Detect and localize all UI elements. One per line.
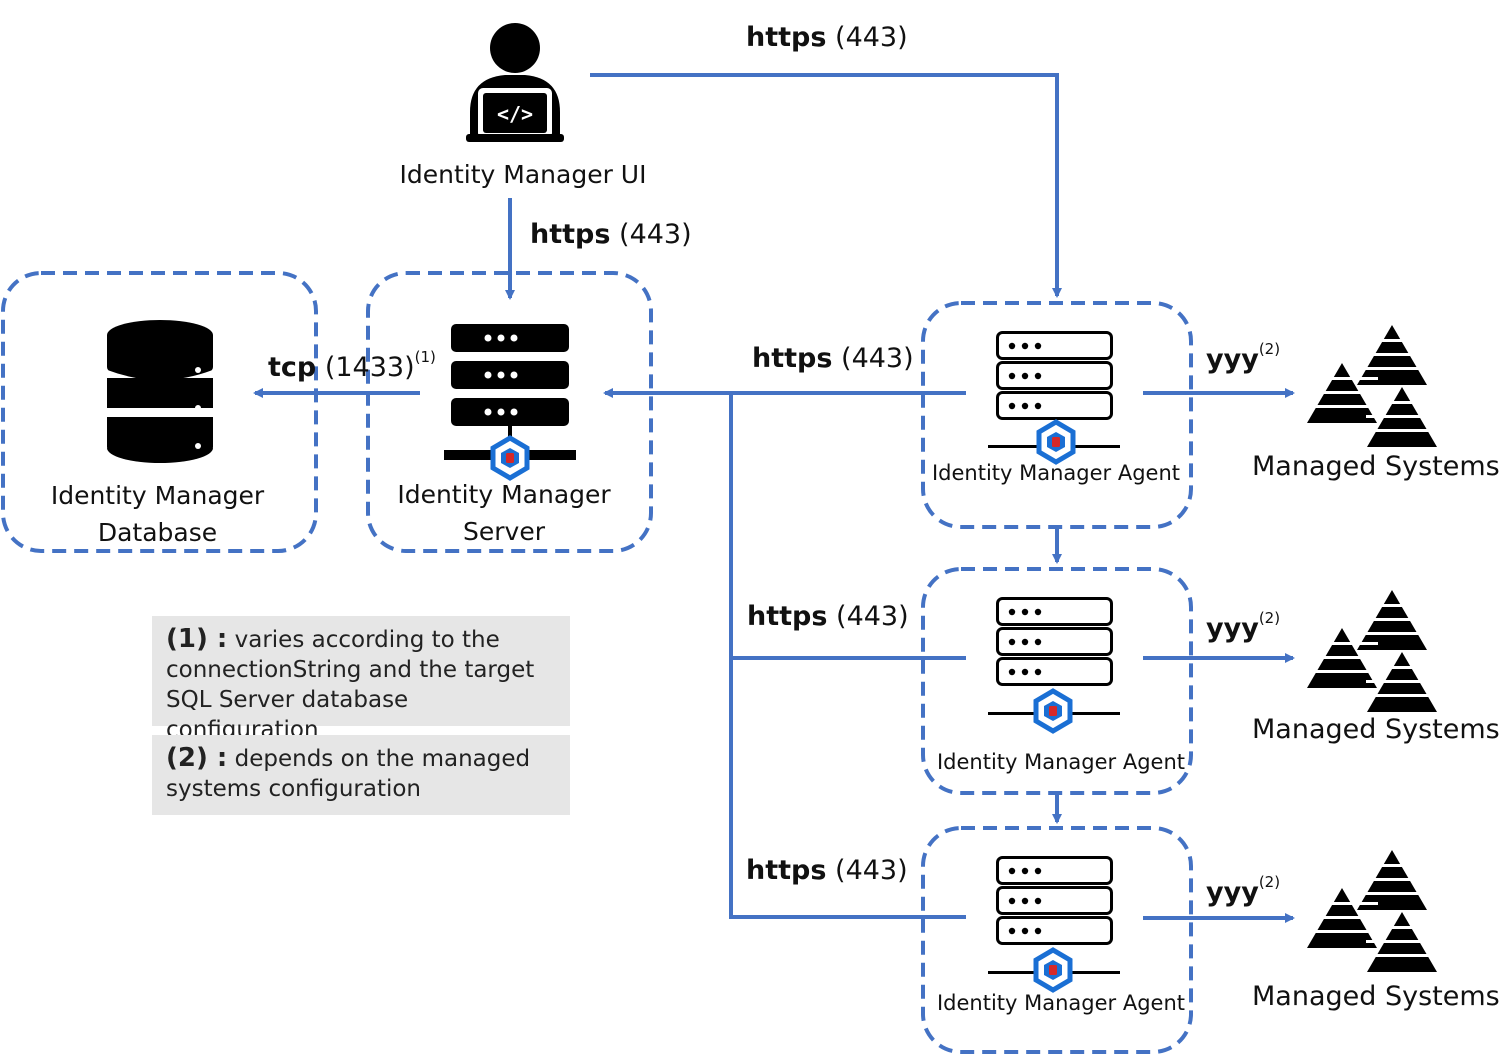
https-label-agent-3: https (443) xyxy=(746,855,908,886)
ui-label: Identity Manager UI xyxy=(399,160,647,189)
svg-text:</>: </> xyxy=(497,102,533,126)
managed-systems-label-2: Managed Systems xyxy=(1252,714,1500,745)
https-label-agent-1: https (443) xyxy=(752,343,914,374)
managed-systems-label-1: Managed Systems xyxy=(1252,451,1500,482)
connectors xyxy=(253,73,1295,923)
managed-systems-label-3: Managed Systems xyxy=(1252,981,1500,1012)
agent-server-icon-1 xyxy=(988,331,1120,463)
footnote-1: (1) : varies according to the connection… xyxy=(152,616,570,743)
database-container xyxy=(1,271,318,553)
tcp-label: tcp (1433)(1) xyxy=(268,348,436,383)
yyy-label-1: yyy(2) xyxy=(1206,340,1281,375)
https-label-top: https (443) xyxy=(746,22,908,53)
agent-container-1 xyxy=(921,301,1193,529)
agent-server-icon-3 xyxy=(988,856,1120,991)
https-label-ui-server: https (443) xyxy=(530,219,692,250)
https-label-agent-2: https (443) xyxy=(747,601,909,632)
agent-label-3: Identity Manager Agent xyxy=(936,991,1186,1015)
yyy-label-3: yyy(2) xyxy=(1206,873,1281,908)
agent-container-3 xyxy=(921,826,1193,1054)
agent-label-2: Identity Manager Agent xyxy=(936,750,1186,774)
yyy-label-2: yyy(2) xyxy=(1206,609,1281,644)
agent-label-1: Identity Manager Agent xyxy=(931,461,1181,485)
agent-container-2 xyxy=(921,567,1193,795)
server-label: Identity Manager Server xyxy=(397,480,611,546)
managed-systems-icon-1 xyxy=(1306,325,1438,447)
agent-server-icon-2 xyxy=(988,597,1120,732)
managed-systems-icon-3 xyxy=(1306,850,1438,972)
ui-to-agent-connector xyxy=(590,73,1062,298)
agent-bus-connector xyxy=(729,393,966,919)
database-label: Identity Manager Database xyxy=(50,481,265,547)
server-icon xyxy=(444,324,576,478)
developer-user-icon: </> xyxy=(466,23,564,142)
database-icon xyxy=(106,320,214,463)
managed-systems-icon-2 xyxy=(1306,590,1438,712)
footnote-2: (2) : depends on the managed systems con… xyxy=(152,735,570,815)
